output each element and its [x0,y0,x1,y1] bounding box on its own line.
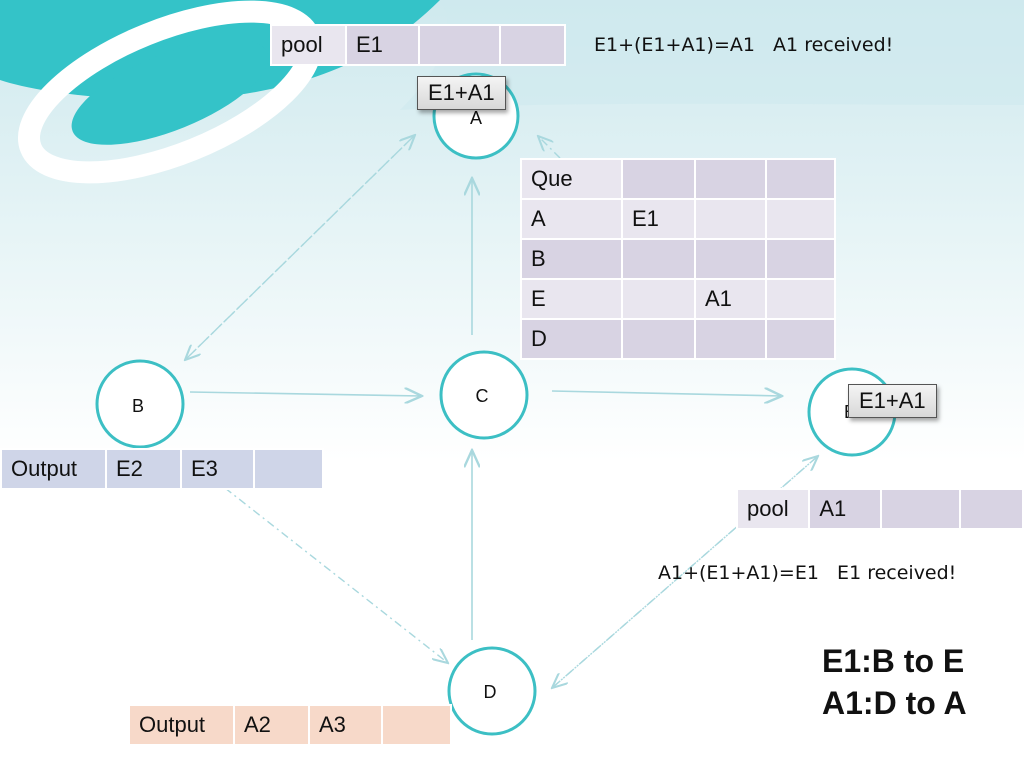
queue-cell [765,278,836,320]
output-b-cell-1: E2 [105,448,182,490]
output-table-d: Output A2 A3 [128,704,452,746]
pool-top-cell-1: E1 [345,24,420,66]
queue-row: B [520,238,836,280]
queue-header-cell [765,158,836,200]
queue-header-row: Que [520,158,836,200]
queue-cell [765,198,836,240]
pool-table-right: pool A1 [735,488,1024,530]
output-d-cell-3 [381,704,452,746]
queue-header-cell [694,158,767,200]
queue-cell: E1 [621,198,696,240]
queue-cell [621,318,696,360]
queue-cell [621,238,696,280]
pool-table-top: pool E1 [270,24,566,66]
output-d-cell-0: Output [128,704,235,746]
edge-b-d-dashed [224,487,448,663]
output-d-cell-2: A3 [308,704,383,746]
summary: E1:B to E A1:D to A [822,640,967,724]
edge-c-to-e [551,391,782,396]
queue-cell [694,318,767,360]
pool-right-cell-0: pool [735,488,811,530]
pool-top-cell-2 [418,24,501,66]
queue-cell [765,238,836,280]
summary-line-2: A1:D to A [822,685,967,721]
output-b-cell-2: E3 [180,448,255,490]
node-b-label: B [131,396,144,416]
output-b-cell-0: Output [0,448,107,490]
queue-row: D [520,318,836,360]
pool-right-cell-3 [958,488,1024,530]
queue-header-cell [621,158,696,200]
queue-cell [694,198,767,240]
output-table-b: Output E2 E3 [0,448,324,490]
queue-cell [694,238,767,280]
queue-cell [765,318,836,360]
queue-row: E A1 [520,278,836,320]
pool-right-cell-1: A1 [808,488,883,530]
pool-top-cell-3 [499,24,566,66]
edge-b-to-c [189,392,422,396]
queue-table: Que A E1 B E A1 D [520,158,836,360]
queue-cell: A [520,198,623,240]
node-c-circle [439,350,529,440]
packet-at-a: E1+A1 [417,76,506,110]
summary-line-1: E1:B to E [822,643,965,679]
queue-cell: D [520,318,623,360]
queue-header-cell: Que [520,158,623,200]
node-b-circle [95,359,185,449]
note-top: E1+(E1+A1)=A1 A1 received! [594,34,894,56]
queue-cell: A1 [694,278,767,320]
queue-cell [621,278,696,320]
queue-row: A E1 [520,198,836,240]
queue-cell: B [520,238,623,280]
node-d-label: D [483,682,497,702]
output-d-cell-1: A2 [233,704,310,746]
queue-cell: E [520,278,623,320]
pool-right-cell-2 [880,488,961,530]
packet-at-e: E1+A1 [848,384,937,418]
node-a-label: A [469,108,482,128]
pool-top-cell-0: pool [270,24,347,66]
node-d-circle [447,646,537,736]
edge-a-que-dashed [538,136,561,159]
note-right: A1+(E1+A1)=E1 E1 received! [658,562,957,584]
output-b-cell-3 [253,448,324,490]
node-c-label: C [475,386,489,406]
